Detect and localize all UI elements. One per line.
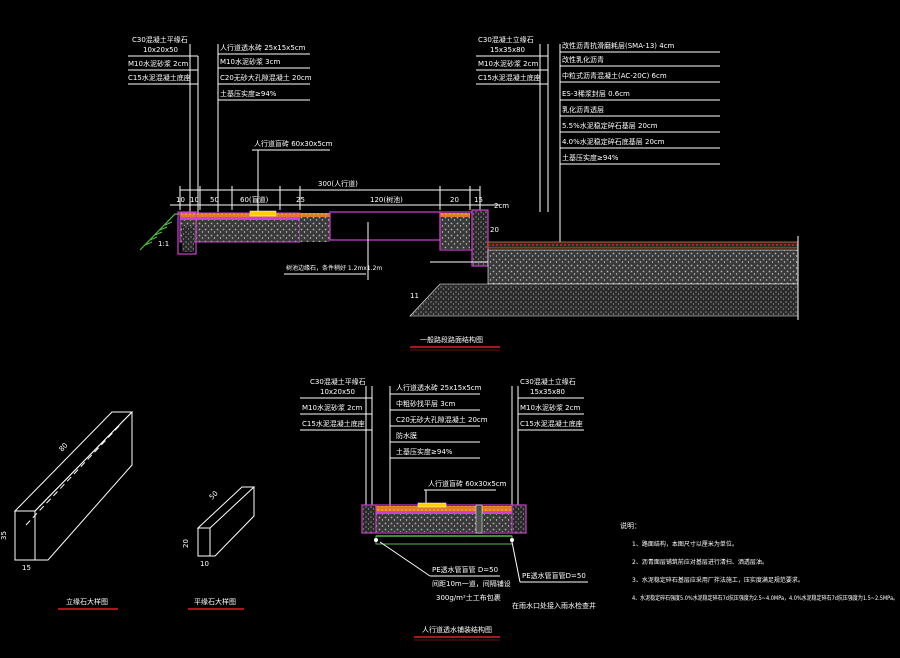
top-left-curb-label-3: C15水泥混凝土底座 bbox=[128, 73, 191, 82]
dim-part-2: 50 bbox=[210, 196, 219, 204]
top-sidewalk-layer-0: 人行道透水砖 25x15x5cm bbox=[220, 43, 306, 52]
bottom-layer-4: 土基压实度≥94% bbox=[396, 447, 453, 456]
notes-block: 说明： 1、路面结构，本图尺寸以厘米为单位。 2、沥青面层铺筑前应对基层进行清扫… bbox=[620, 521, 898, 602]
curb-title: 立缘石大样图 bbox=[66, 597, 108, 606]
notes-item-1: 2、沥青面层铺筑前应对基层进行清扫、洒透层油。 bbox=[632, 558, 768, 566]
top-left-curb-label-2: M10水泥砂浆 2cm bbox=[128, 59, 188, 68]
dim-part-4: 25 bbox=[296, 196, 305, 204]
curb-dim-width: 15 bbox=[22, 564, 31, 572]
pipe-left-0: PE透水管盲管 D=50 bbox=[432, 565, 498, 574]
dim-part-7: 15 bbox=[474, 196, 483, 204]
bottom-middle-callout: 人行道透水砖 25x15x5cm 中粗砂找平层 3cm C20无砂大孔隙混凝土 … bbox=[389, 383, 488, 508]
left-slope: 1:1 bbox=[139, 213, 180, 251]
bottom-left-curb-label-2: M10水泥砂浆 2cm bbox=[302, 403, 362, 412]
top-right-curb-label-0: C30混凝土立缘石 bbox=[478, 35, 534, 44]
dim-slope: 1:1 bbox=[158, 240, 169, 248]
dim-gap: 2cm bbox=[494, 202, 509, 210]
pipe-right-1: 在雨水口处接入雨水检查井 bbox=[512, 601, 596, 610]
top-tactile-callout: 人行道盲砖 60x30x5cm bbox=[252, 139, 333, 212]
top-tactile-label: 人行道盲砖 60x30x5cm bbox=[254, 139, 333, 148]
top-left-curb-label-1: 10x20x50 bbox=[143, 46, 178, 54]
bottom-title: 人行道透水铺装结构图 bbox=[422, 625, 492, 634]
top-sidewalk-layer-2: C20无砂大孔隙混凝土 20cm bbox=[220, 73, 312, 82]
dim-total: 300(人行道) bbox=[318, 179, 358, 188]
top-title: 一般路段路面结构图 bbox=[420, 335, 483, 344]
bottom-pipe-left-callout: PE透水管盲管 D=50 间距10m一道，间隔铺设 300g/m²土工布包裹 bbox=[379, 541, 511, 602]
top-left-curb-callout: C30混凝土平缘石 10x20x50 M10水泥砂浆 2cm C15水泥混凝土底… bbox=[128, 35, 199, 218]
roadway-layer-5: 5.5%水泥稳定碎石基层 20cm bbox=[562, 121, 658, 130]
flat-curb-dim-width: 10 bbox=[200, 560, 209, 568]
roadway-layer-0: 改性沥青抗滑磨耗层(SMA-13) 4cm bbox=[562, 41, 675, 50]
roadway-layer-1: 改性乳化沥青 bbox=[562, 55, 604, 64]
dim-part-0: 10 bbox=[176, 196, 185, 204]
flat-curb-dim-length: 50 bbox=[208, 489, 220, 501]
flat-curb-dim-height: 20 bbox=[182, 539, 190, 548]
roadway-layer-4: 乳化沥青透层 bbox=[562, 105, 604, 114]
bottom-right-curb-label-2: M10水泥砂浆 2cm bbox=[520, 403, 580, 412]
curb-dim-height: 35 bbox=[0, 531, 8, 540]
bottom-pipe-right-callout: PE透水管盲管D=50 在雨水口处接入雨水检查井 bbox=[511, 541, 596, 610]
top-section: C30混凝土平缘石 10x20x50 M10水泥砂浆 2cm C15水泥混凝土底… bbox=[128, 35, 799, 351]
top-right-curb-label-1: 15x35x80 bbox=[490, 46, 525, 54]
bottom-layer-0: 人行道透水砖 25x15x5cm bbox=[396, 383, 482, 392]
bottom-right-curb-callout: C30混凝土立缘石 15x35x80 M10水泥砂浆 2cm C15水泥混凝土底… bbox=[511, 377, 584, 508]
sidewalk-structure: 20 bbox=[177, 209, 499, 280]
tree-pit-callout: 树池边缘石，条件稍好 1.2mx1.2m bbox=[284, 264, 382, 275]
top-sidewalk-layer-1: M10水泥砂浆 3cm bbox=[220, 57, 280, 66]
flat-curb-detail: 50 20 10 平缘石大样图 bbox=[182, 486, 256, 610]
bottom-tactile-label: 人行道盲砖 60x30x5cm bbox=[428, 479, 507, 488]
bottom-layer-3: 防水膜 bbox=[396, 431, 417, 440]
bottom-left-curb-callout: C30混凝土平缘石 10x20x50 M10水泥砂浆 2cm C15水泥混凝土底… bbox=[300, 377, 373, 508]
dim-part-1: 10 bbox=[190, 196, 199, 204]
bottom-left-curb-label-1: 10x20x50 bbox=[320, 388, 355, 396]
top-sidewalk-layer-3: 土基压实度≥94% bbox=[220, 89, 277, 98]
notes-item-0: 1、路面结构，本图尺寸以厘米为单位。 bbox=[632, 540, 738, 548]
roadway-layer-3: ES-3稀浆封层 0.6cm bbox=[562, 89, 630, 98]
bottom-title-block: 人行道透水铺装结构图 bbox=[414, 625, 500, 641]
pipe-left-2: 300g/m²土工布包裹 bbox=[436, 593, 501, 602]
bottom-layer-2: C20无砂大孔隙混凝土 20cm bbox=[396, 415, 488, 424]
bottom-layer-1: 中粗砂找平层 3cm bbox=[396, 399, 456, 408]
bottom-section: C30混凝土平缘石 10x20x50 M10水泥砂浆 2cm C15水泥混凝土底… bbox=[300, 377, 596, 641]
bottom-right-curb-label-3: C15水泥混凝土底座 bbox=[520, 419, 583, 428]
roadway-layer-2: 中粒式沥青混凝土(AC-20C) 6cm bbox=[562, 71, 667, 80]
roadway-structure: 11 bbox=[409, 236, 799, 320]
notes-title: 说明： bbox=[620, 521, 641, 530]
pipe-left-1: 间距10m一道，间隔铺设 bbox=[432, 579, 511, 588]
dim-right-h: 20 bbox=[490, 226, 499, 234]
top-dimensions: 300(人行道) 10 10 50 60(盲道) 25 120(树池) 20 1… bbox=[170, 179, 509, 210]
roadway-layer-6: 4.0%水泥稳定碎石底基层 20cm bbox=[562, 137, 665, 146]
top-right-curb-callout: C30混凝土立缘石 15x35x80 M10水泥砂浆 2cm C15水泥混凝土底… bbox=[476, 35, 549, 212]
bottom-left-curb-label-0: C30混凝土平缘石 bbox=[310, 377, 366, 386]
curb-stone-detail: 80 35 15 立缘石大样图 bbox=[0, 411, 134, 610]
pipe-right-0: PE透水管盲管D=50 bbox=[522, 571, 586, 580]
notes-item-3: 4、水泥稳定碎石强度5.0%水泥稳定碎石7d抗压强度为2.5~4.0MPa，4.… bbox=[632, 594, 898, 602]
top-roadway-callout: 改性沥青抗滑磨耗层(SMA-13) 4cm 改性乳化沥青 中粒式沥青混凝土(AC… bbox=[559, 41, 720, 245]
dim-part-3: 60(盲道) bbox=[240, 195, 269, 204]
roadway-layer-7: 土基压实度≥94% bbox=[562, 153, 619, 162]
top-right-curb-label-2: M10水泥砂浆 2cm bbox=[478, 59, 538, 68]
top-left-curb-label-0: C30混凝土平缘石 bbox=[132, 35, 188, 44]
dim-part-6: 20 bbox=[450, 196, 459, 204]
top-right-curb-label-3: C15水泥混凝土底座 bbox=[478, 73, 541, 82]
curb-dim-length: 80 bbox=[58, 441, 70, 453]
dim-base: 11 bbox=[410, 292, 419, 300]
top-sidewalk-callout: 人行道透水砖 25x15x5cm M10水泥砂浆 3cm C20无砂大孔隙混凝土… bbox=[217, 43, 312, 212]
top-title-block: 一般路段路面结构图 bbox=[410, 335, 500, 351]
bottom-right-curb-label-1: 15x35x80 bbox=[530, 388, 565, 396]
bottom-right-curb-label-0: C30混凝土立缘石 bbox=[520, 377, 576, 386]
notes-item-2: 3、水泥稳定碎石基层应采用厂拌法施工，压实度满足规范要求。 bbox=[632, 576, 804, 584]
dim-part-5: 120(树池) bbox=[370, 195, 403, 204]
tree-pit-label-1: 树池边缘石，条件稍好 1.2mx1.2m bbox=[286, 264, 382, 272]
bottom-structure bbox=[361, 502, 527, 545]
bottom-left-curb-label-3: C15水泥混凝土底座 bbox=[302, 419, 365, 428]
flat-curb-title: 平缘石大样图 bbox=[194, 597, 236, 606]
